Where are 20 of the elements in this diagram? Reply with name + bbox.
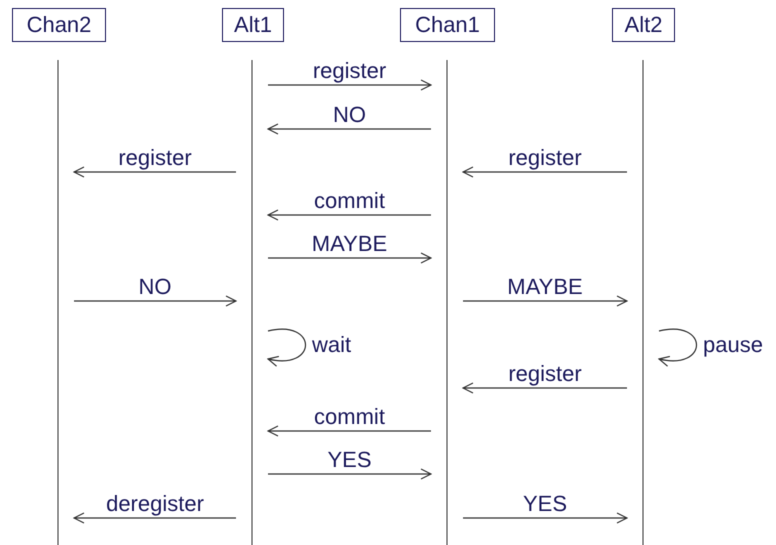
participant-box: Chan2 bbox=[12, 8, 106, 42]
message-arrow bbox=[268, 468, 432, 480]
edge-label: deregister bbox=[104, 492, 206, 516]
message-arrow bbox=[73, 512, 236, 524]
message-arrow bbox=[268, 79, 432, 91]
message-arrow bbox=[463, 512, 628, 524]
message-arrow bbox=[74, 295, 237, 307]
participant-box: Alt1 bbox=[222, 8, 284, 42]
message-arrow bbox=[267, 425, 431, 437]
message-arrow bbox=[73, 166, 236, 178]
message-arrow bbox=[462, 166, 627, 178]
message-arrow bbox=[267, 123, 431, 135]
message-arrow bbox=[658, 328, 697, 366]
message-arrow bbox=[267, 209, 431, 221]
message-arrow bbox=[463, 295, 628, 307]
participant-box: Alt2 bbox=[612, 8, 675, 42]
message-arrow bbox=[268, 252, 432, 264]
message-arrow bbox=[267, 328, 306, 366]
message-arrow bbox=[462, 382, 627, 394]
participant-box: Chan1 bbox=[400, 8, 495, 42]
